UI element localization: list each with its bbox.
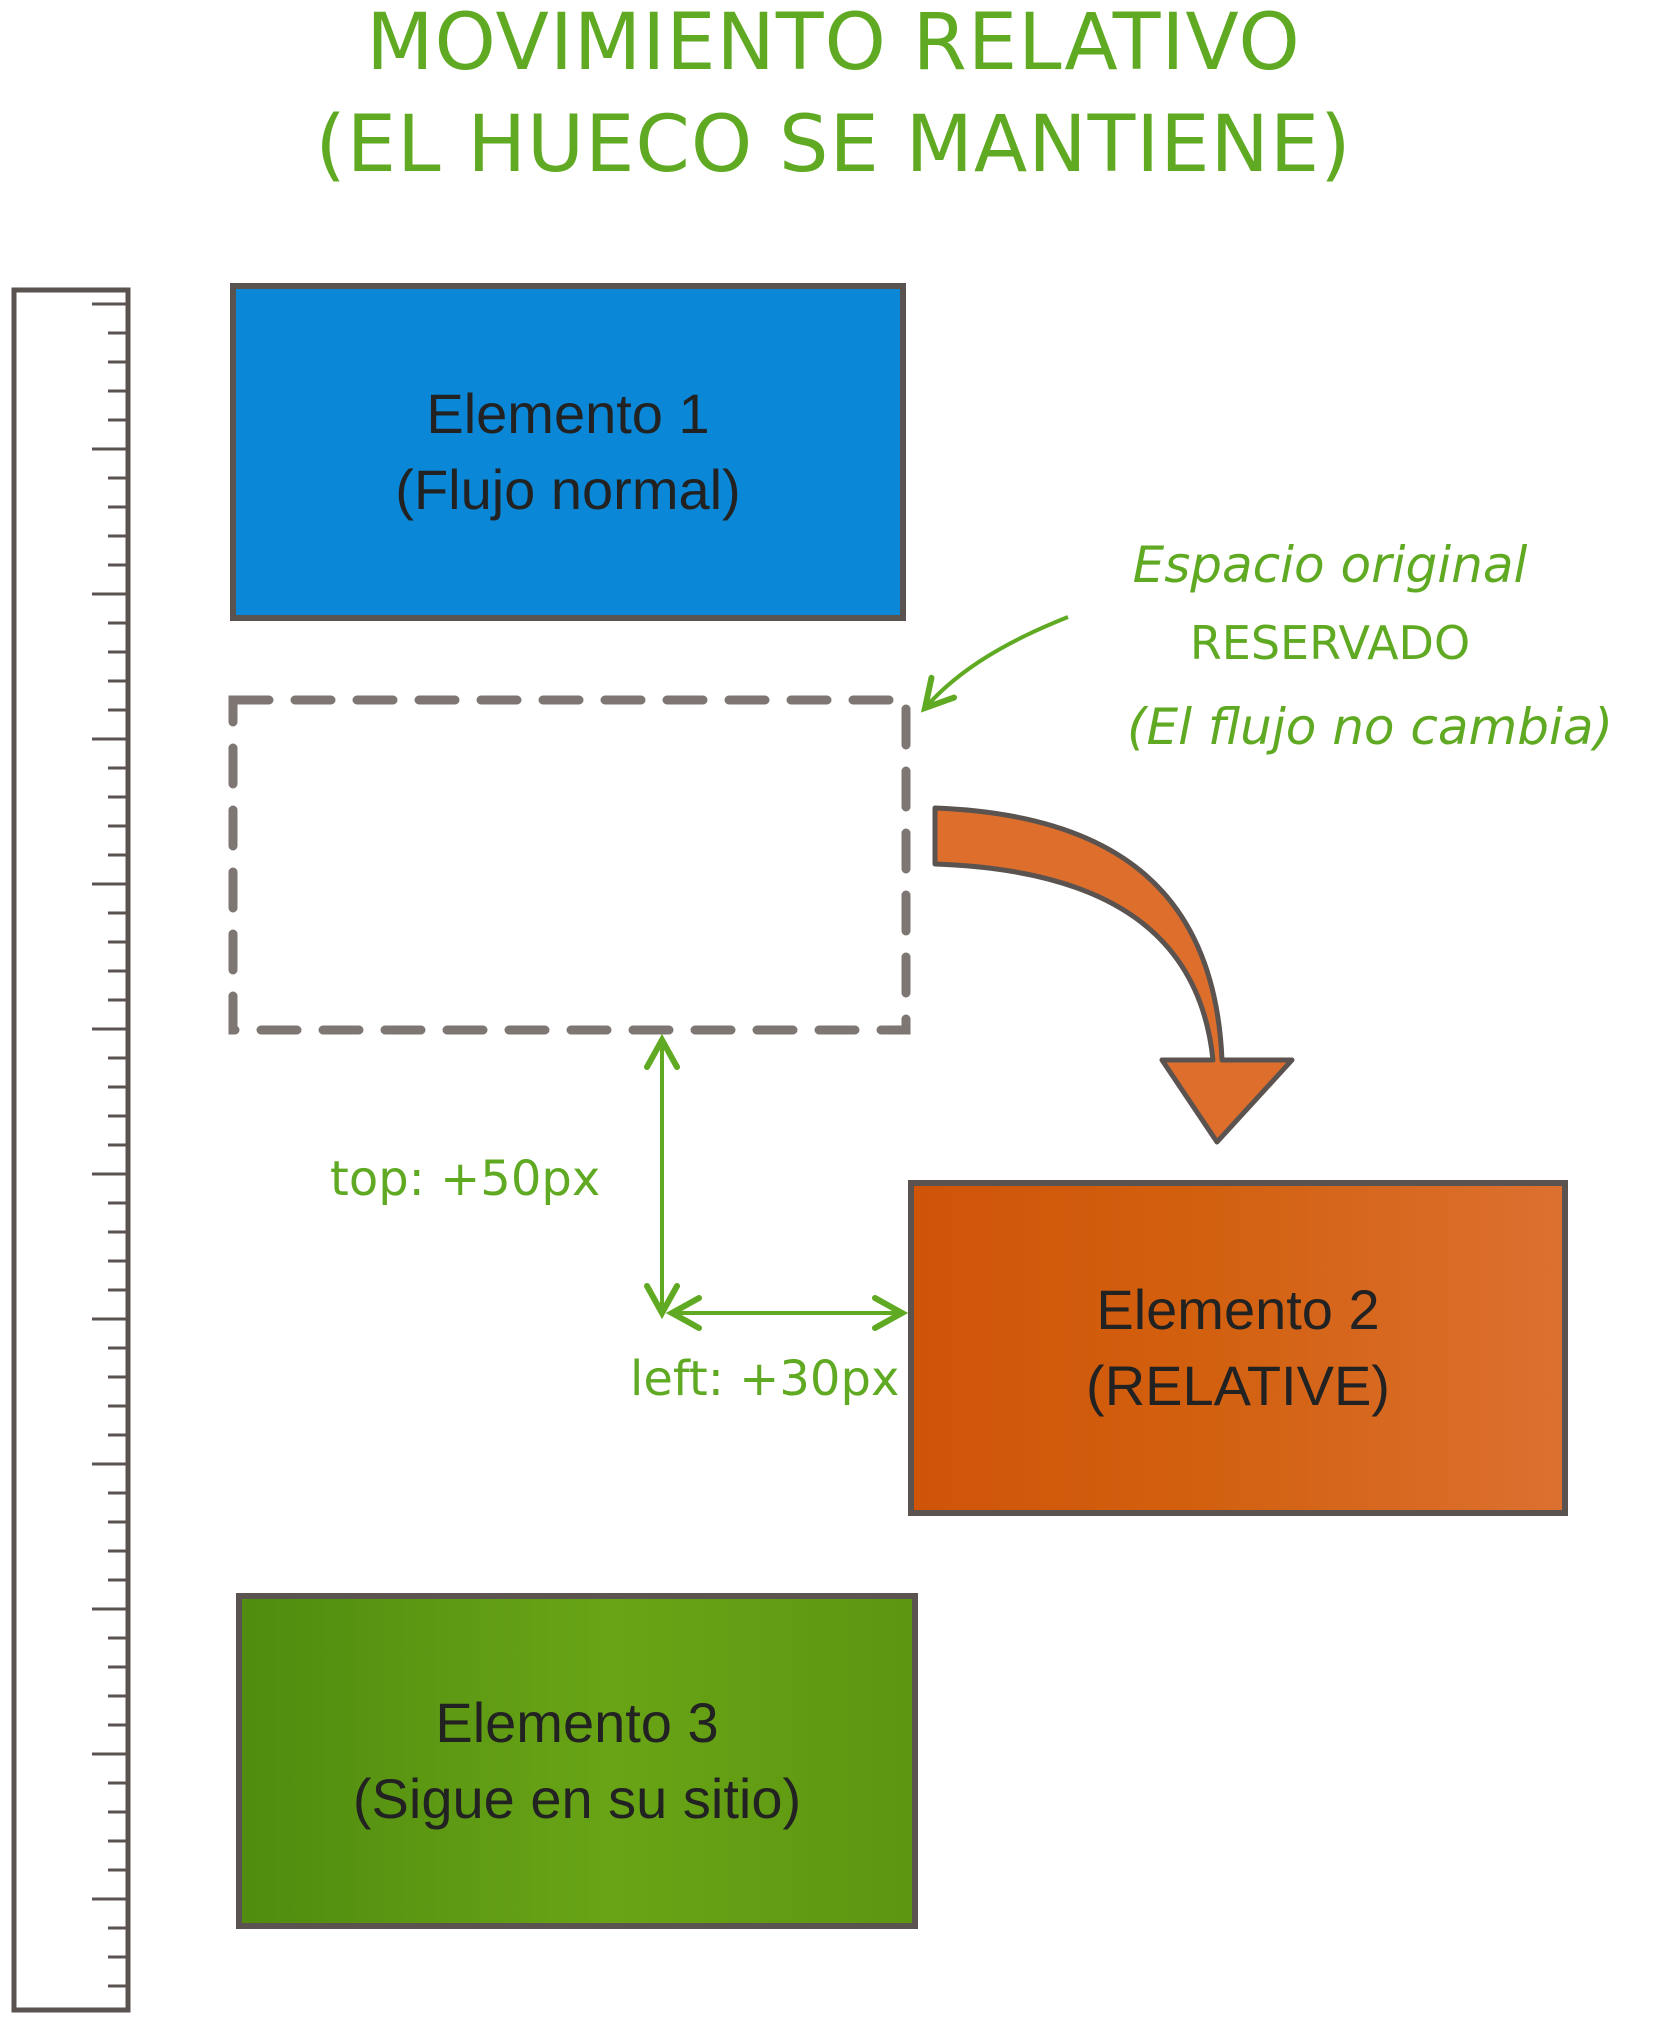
element-3-box: Elemento 3 (Sigue en su sitio) [236,1593,918,1929]
element-3-name: Elemento 3 [435,1691,719,1755]
element-3-caption: (Sigue en su sitio) [352,1767,802,1830]
annotation-line-1: Espacio original [1132,536,1528,594]
move-arrow-icon [932,805,1295,1145]
top-offset-label: top: +50px [330,1151,601,1207]
title-line-2: (EL HUECO SE MANTIENE) [315,100,1352,190]
element-1-box: Elemento 1 (Flujo normal) [230,283,906,621]
annotation-line-3: (El flujo no cambia) [1126,698,1614,756]
element-1-caption: (Flujo normal) [395,458,741,521]
original-space-placeholder [228,695,911,1035]
ruler [11,287,131,2013]
element-2-box: Elemento 2 (RELATIVE) [908,1180,1568,1516]
element-1-name: Elemento 1 [426,382,710,446]
title-line-1: MOVIMIENTO RELATIVO [366,0,1301,88]
left-offset-label: left: +30px [630,1351,900,1407]
annotation-pointer-arrow-icon [925,615,1069,708]
element-2-name: Elemento 2 [1096,1278,1380,1342]
annotation-line-2: RESERVADO [1189,616,1471,670]
element-2-caption: (RELATIVE) [1086,1354,1390,1417]
